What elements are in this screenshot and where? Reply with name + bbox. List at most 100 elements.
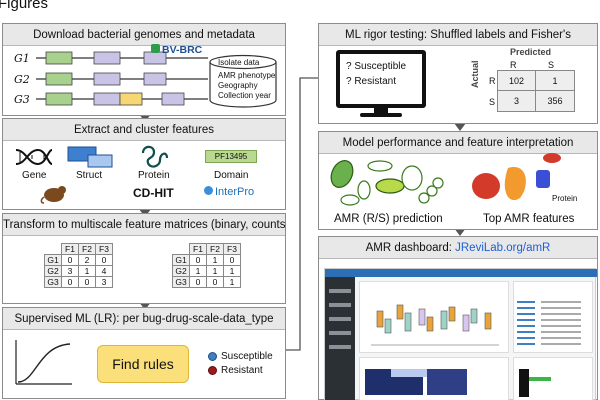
struct-icon xyxy=(67,146,113,168)
matrix-cell: 1 xyxy=(189,265,207,277)
table-line xyxy=(517,337,535,339)
gene-block xyxy=(93,72,121,86)
matrix-cell: 0 xyxy=(189,276,207,288)
bacteria-cluster-icon xyxy=(330,160,444,206)
matrix-cell: 0 xyxy=(61,276,79,288)
bacterium xyxy=(401,165,423,191)
matrix-cell: 1 xyxy=(78,265,96,277)
feature-label-protein: Protein xyxy=(138,170,170,181)
table-line xyxy=(517,313,535,315)
binary-matrix: F1 F2 F3 G1 0 1 0 G2 1 1 1 G3 0 0 1 xyxy=(172,243,241,288)
genome-tracks xyxy=(36,51,208,106)
gene-block xyxy=(143,72,167,86)
arrow-rigor-performance xyxy=(454,123,466,131)
bacterium xyxy=(426,185,438,197)
sidebar-widget xyxy=(329,345,351,349)
gene-block xyxy=(119,92,143,106)
table-line xyxy=(517,331,535,333)
db-field: AMR phenotype xyxy=(218,71,276,80)
box xyxy=(376,310,384,328)
boxplot-card xyxy=(359,281,509,353)
bacterium xyxy=(375,178,405,194)
confusion-col-r: R xyxy=(510,60,517,70)
mouse-icon xyxy=(40,186,66,204)
table-line xyxy=(541,343,581,345)
matrix-cell: 0 xyxy=(95,254,113,266)
panel-performance: Model performance and feature interpreta… xyxy=(318,131,598,230)
box xyxy=(462,314,470,332)
dashboard-screenshot xyxy=(324,268,597,400)
feature-label-domain: Domain xyxy=(214,170,249,181)
sidebar-widget xyxy=(329,317,351,321)
genome-label: G1 xyxy=(14,52,30,65)
box xyxy=(470,308,478,324)
table-line xyxy=(541,325,581,327)
pfam-badge: PF13495 xyxy=(205,150,257,163)
arrow-performance-dashboard xyxy=(454,228,466,236)
matrix-cell: 0 xyxy=(61,254,79,266)
heatmap-light-block xyxy=(391,369,431,377)
bvbrc-logo-mark xyxy=(151,44,160,53)
confusion-actual-label: Actual xyxy=(470,60,480,88)
bvbrc-logo: BV-BRC xyxy=(151,44,217,57)
arrow-transform-supervised xyxy=(139,302,151,310)
db-field: Geography xyxy=(218,81,258,90)
matrix-cell: 0 xyxy=(78,276,96,288)
interpro-logo: InterPro xyxy=(204,186,254,198)
protein-blob xyxy=(543,153,561,163)
protein-icon xyxy=(141,145,169,168)
panel-title: Supervised ML (LR): per bug-drug-scale-d… xyxy=(3,308,285,330)
matrix-cell: 1 xyxy=(206,254,224,266)
dashboard-title: AMR dashboard: xyxy=(365,242,456,254)
panel-download: Download bacterial genomes and metadata xyxy=(2,23,286,116)
panel-title: AMR dashboard: JReviLab.org/amR xyxy=(319,237,597,259)
table-line xyxy=(517,325,535,327)
interpro-logo-mark xyxy=(204,186,213,195)
screen-option-resistant: ? Resistant xyxy=(346,76,397,87)
bacterium xyxy=(432,177,444,189)
sidebar-widget xyxy=(329,331,351,335)
bacterium xyxy=(330,160,354,188)
dashboard-link[interactable]: JReviLab.org/amR xyxy=(455,242,551,254)
box xyxy=(404,312,412,332)
find-rules-button[interactable]: Find rules xyxy=(97,345,189,383)
legend-susceptible: Susceptible xyxy=(221,351,273,362)
box xyxy=(484,312,492,330)
matrix-cell: 1 xyxy=(223,265,241,277)
feature-label-struct: Struct xyxy=(76,170,103,181)
matrix-corner xyxy=(45,244,62,255)
matrix-row-header: G3 xyxy=(172,276,190,288)
confusion-cell: 356 xyxy=(547,96,563,106)
gene-block xyxy=(45,92,73,106)
table-line xyxy=(517,319,535,321)
sidebar-widget xyxy=(329,303,351,307)
bacterium xyxy=(357,180,371,200)
matrix-row-header: G2 xyxy=(172,265,190,277)
matrix-cell: 1 xyxy=(223,276,241,288)
box xyxy=(384,318,392,334)
panel-title: Download bacterial genomes and metadata xyxy=(3,24,285,46)
boxplot-thumbnail xyxy=(371,304,499,346)
matrix-col-header: F1 xyxy=(189,243,207,255)
matrix-cell: 3 xyxy=(61,265,79,277)
panel-title: Extract and cluster features xyxy=(3,119,285,141)
matrix-col-header: F1 xyxy=(61,243,79,255)
panel-title: ML rigor testing: Shuffled labels and Fi… xyxy=(319,24,597,46)
results-table-thumbnail xyxy=(517,301,581,345)
db-title: Isolate data xyxy=(218,58,260,67)
matrix-cell: 1 xyxy=(206,265,224,277)
matrix-col-header: F2 xyxy=(206,243,224,255)
box xyxy=(396,304,404,320)
page-heading: Figures xyxy=(0,0,49,12)
matrix-col-header: F2 xyxy=(78,243,96,255)
confusion-cell: 1 xyxy=(536,71,574,91)
genome-label: G2 xyxy=(14,73,30,86)
confusion-col-s: S xyxy=(548,60,555,70)
box xyxy=(426,316,434,332)
table-line xyxy=(541,313,581,315)
matrix-cell: 0 xyxy=(189,254,207,266)
susceptible-dot xyxy=(208,352,217,361)
dna-icon xyxy=(15,148,53,166)
table-line xyxy=(517,343,535,345)
tool-cdhit: CD-HIT xyxy=(133,186,174,200)
